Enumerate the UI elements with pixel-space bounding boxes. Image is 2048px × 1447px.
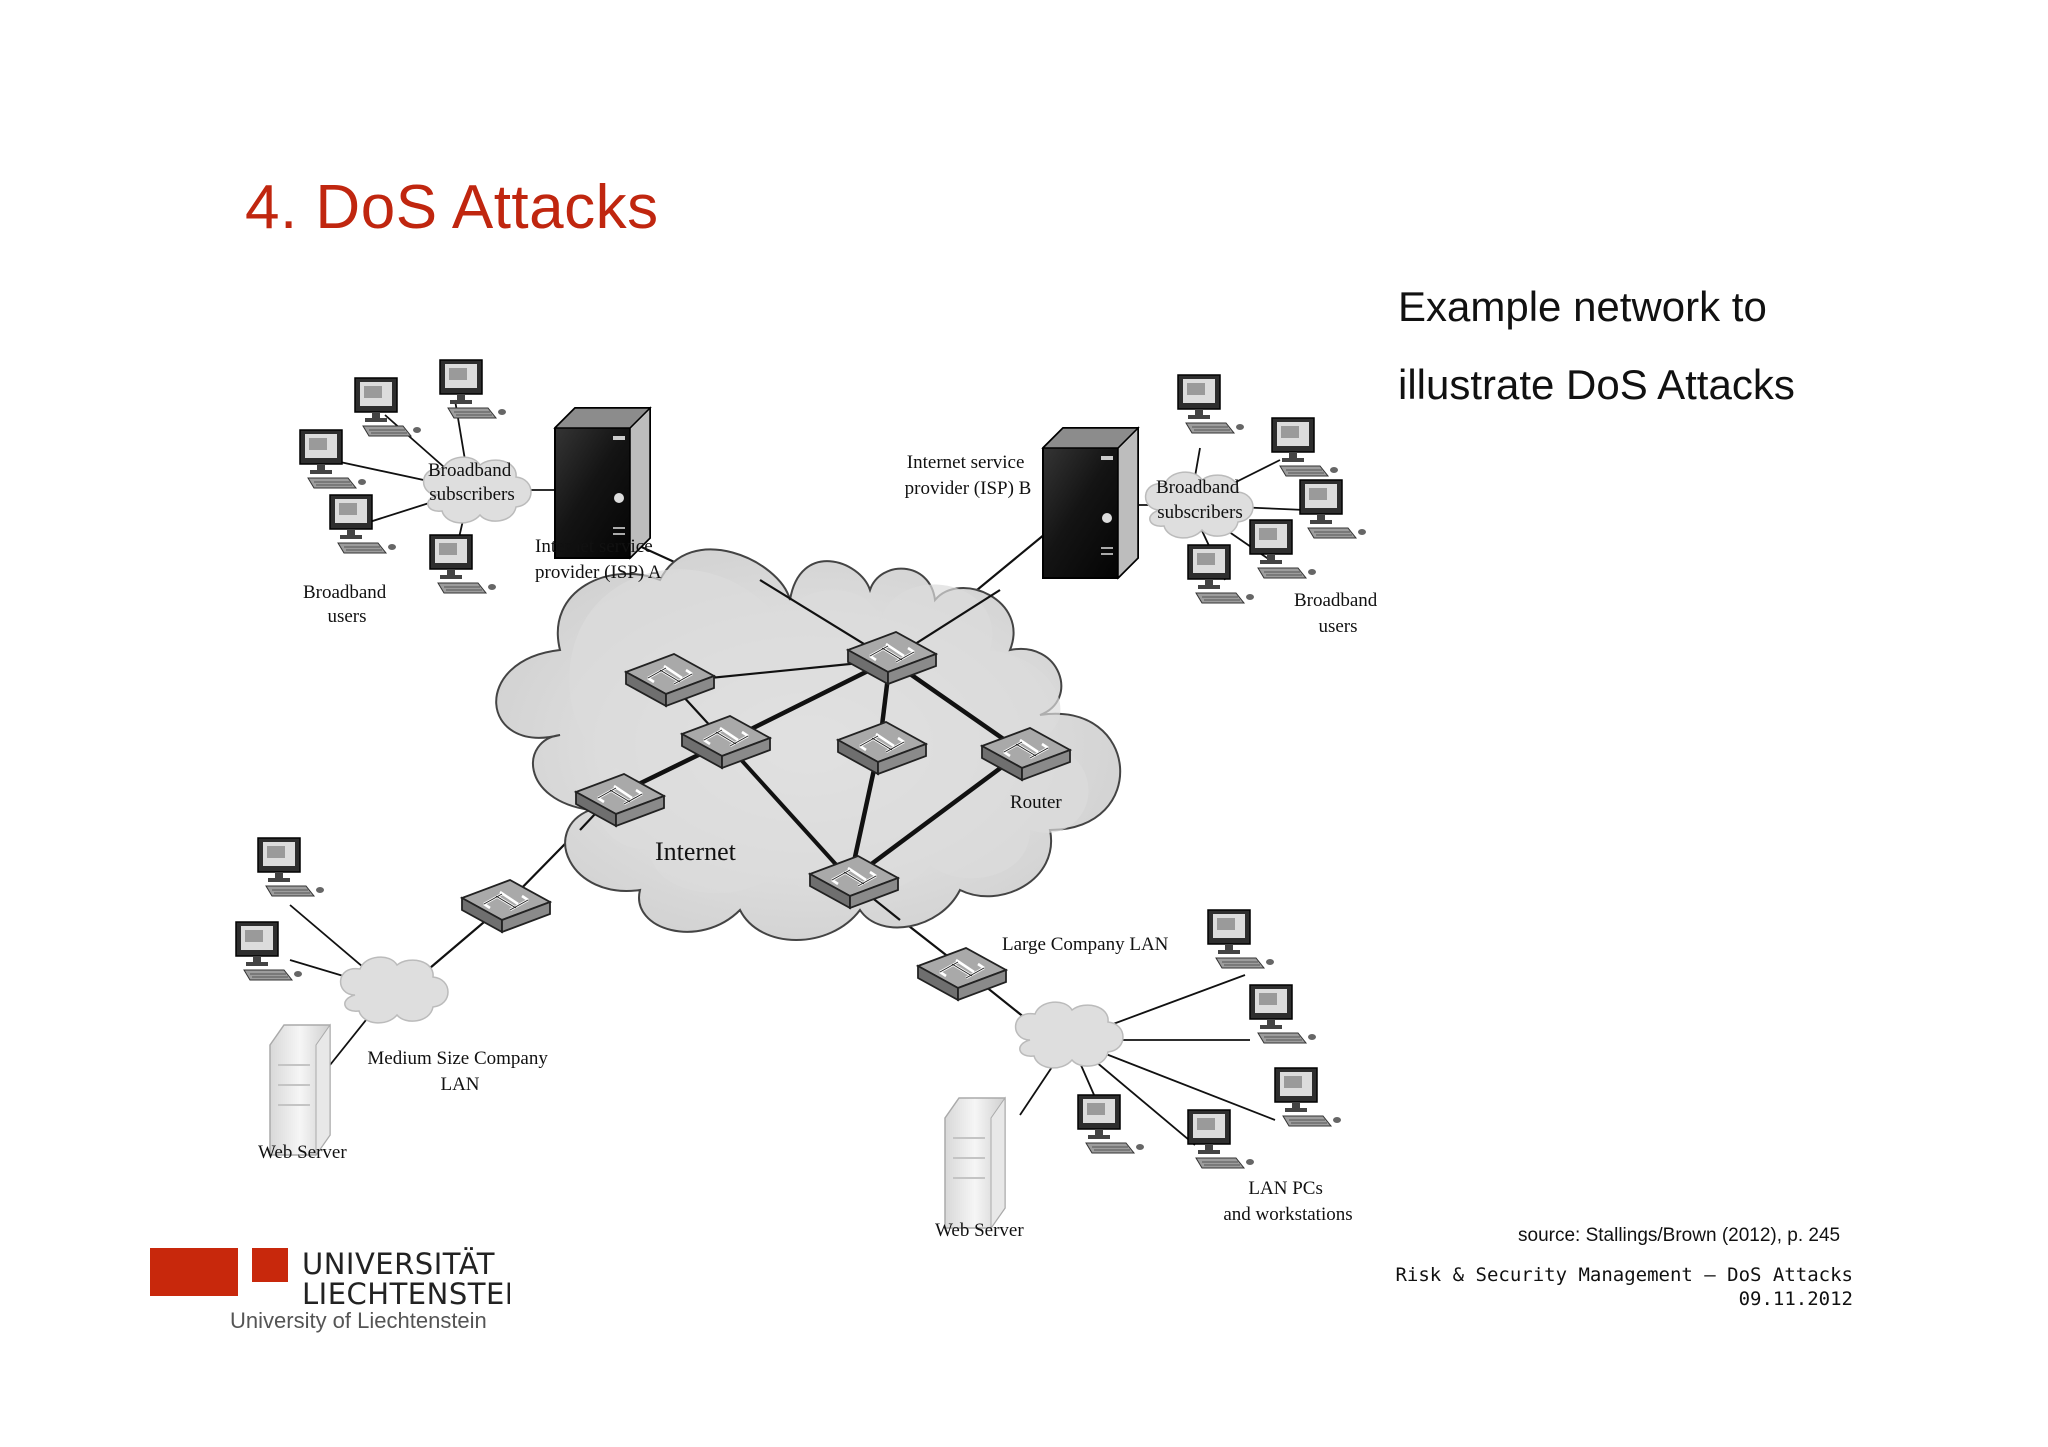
pc-isp-a-4: [329, 494, 397, 554]
logo-block-large: [150, 1248, 238, 1296]
label-internet: Internet: [655, 837, 737, 866]
label-lan-pcs: LAN PCs and workstations: [1223, 1178, 1352, 1225]
pc-large-5: [1077, 1094, 1145, 1154]
label-isp-b: Internet service provider (ISP) B: [905, 452, 1032, 499]
pc-isp-b-4: [1249, 519, 1317, 579]
router-8: [460, 878, 552, 934]
pc-isp-a-1: [354, 377, 422, 437]
logo-line-1: UNIVERSITÄT: [302, 1247, 495, 1281]
pc-isp-b-3: [1299, 479, 1367, 539]
source-citation: source: Stallings/Brown (2012), p. 245: [1518, 1225, 1841, 1246]
description-line-1: Example network to: [1398, 283, 1767, 330]
logo-subtitle: University of Liechtenstein: [230, 1308, 487, 1333]
pc-large-3: [1274, 1067, 1342, 1127]
pc-isp-a-5: [429, 534, 497, 594]
internet-cloud-inner: [569, 569, 1089, 896]
isp-b-server: [1042, 427, 1139, 579]
pc-large-4: [1187, 1109, 1255, 1169]
label-broadband-subscribers-a: Broadband subscribers: [428, 460, 516, 505]
pc-large-1: [1207, 909, 1275, 969]
footer-course: Risk & Security Management – DoS Attacks: [1395, 1264, 1853, 1286]
label-broadband-subscribers-b: Broadband subscribers: [1156, 477, 1244, 523]
pc-isp-b-5: [1187, 544, 1255, 604]
label-broadband-users-b: Broadband users: [1294, 590, 1382, 637]
label-broadband-users-a: Broadband users: [303, 582, 391, 627]
label-web-server-left: Web Server: [258, 1142, 347, 1163]
web-server-left: [269, 1024, 331, 1156]
description-line-2: illustrate DoS Attacks: [1398, 361, 1795, 408]
pc-isp-b-1: [1177, 374, 1245, 434]
label-medium-lan: Medium Size Company LAN: [367, 1048, 552, 1095]
label-router: Router: [1010, 792, 1062, 813]
pc-isp-b-2: [1271, 417, 1339, 477]
logo-line-2: LIECHTENSTEIN: [302, 1277, 510, 1310]
pc-large-2: [1249, 984, 1317, 1044]
web-server-right: [944, 1097, 1006, 1229]
footer: Risk & Security Management – DoS Attacks…: [1395, 1263, 1853, 1311]
footer-date: 09.11.2012: [1738, 1288, 1853, 1310]
slide-title: 4. DoS Attacks: [245, 173, 659, 242]
slide-description: Example network to illustrate DoS Attack…: [1398, 268, 1795, 424]
pc-isp-a-3: [299, 429, 367, 489]
university-logo: UNIVERSITÄT LIECHTENSTEIN: [150, 1247, 510, 1310]
label-isp-a: Internet service provider (ISP) A: [535, 536, 662, 583]
logo-block-small: [252, 1248, 288, 1282]
pc-medium-2: [235, 921, 303, 981]
label-large-lan: Large Company LAN: [1002, 934, 1169, 955]
pc-isp-a-2: [439, 359, 507, 419]
label-web-server-right: Web Server: [935, 1220, 1024, 1241]
pc-medium-1: [257, 837, 325, 897]
large-lan-cloud: [1014, 1001, 1124, 1069]
